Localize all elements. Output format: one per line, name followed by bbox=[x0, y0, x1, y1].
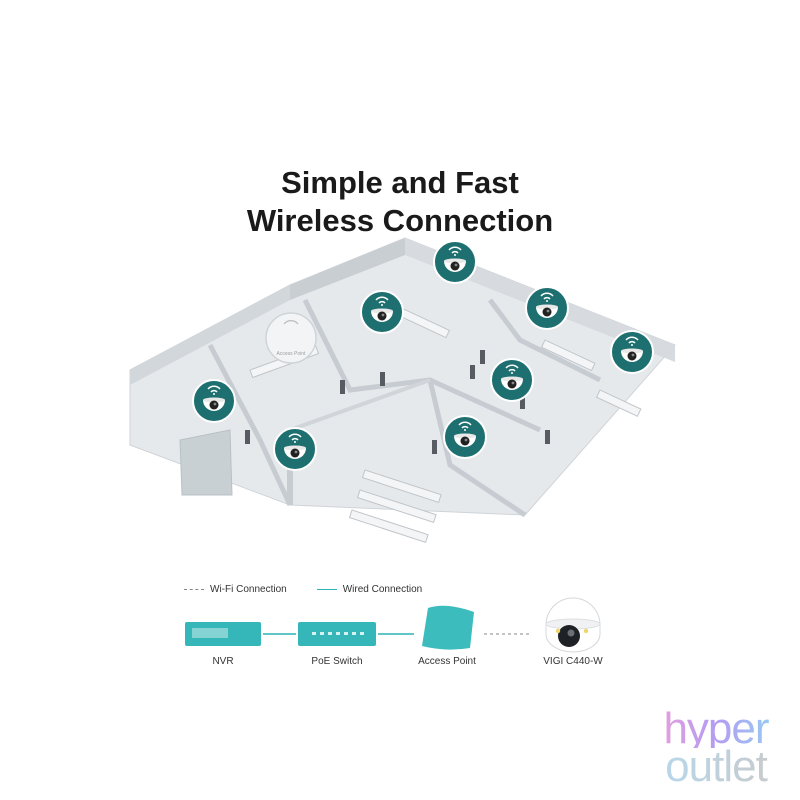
dashed-line-icon bbox=[184, 589, 204, 590]
switch-ports bbox=[312, 632, 364, 635]
wall-inner-2 bbox=[302, 298, 542, 433]
server-rack bbox=[179, 429, 233, 496]
brand-logo: hyper outlet bbox=[646, 707, 786, 789]
nvr-label: NVR bbox=[212, 656, 234, 667]
nvr-panel bbox=[192, 628, 228, 638]
poe-switch-label: PoE Switch bbox=[311, 656, 363, 667]
ceiling-ap-label: Access Point bbox=[277, 351, 307, 357]
camera-icon bbox=[525, 286, 569, 330]
wall-inner-3 bbox=[427, 379, 527, 518]
camera-icon bbox=[490, 358, 534, 402]
brand-line-2: outlet bbox=[646, 745, 786, 789]
title-line-1: Simple and Fast bbox=[281, 164, 519, 200]
camera-icon bbox=[443, 415, 487, 459]
wall-back-mid bbox=[290, 238, 405, 300]
camera-icon bbox=[610, 330, 654, 374]
people bbox=[245, 350, 550, 454]
legend-wired-label: Wired Connection bbox=[342, 584, 423, 595]
page-title: Simple and Fast Wireless Connection bbox=[0, 164, 800, 240]
title-line-2: Wireless Connection bbox=[246, 202, 554, 238]
wall-inner-4 bbox=[488, 298, 602, 383]
camera-icon bbox=[273, 427, 317, 471]
camera-label: VIGI C440-W bbox=[543, 656, 603, 667]
solid-line-icon bbox=[316, 589, 337, 590]
brand-line-1: hyper bbox=[646, 707, 786, 751]
camera-icon bbox=[360, 290, 404, 334]
legend-wifi: Wi-Fi Connection bbox=[184, 584, 287, 595]
ceiling-access-point: Access Point bbox=[265, 312, 317, 364]
glass-wall bbox=[289, 378, 431, 432]
camera-icon bbox=[192, 379, 236, 423]
camera-icon bbox=[433, 240, 477, 284]
legend-wifi-label: Wi-Fi Connection bbox=[210, 584, 287, 595]
connection-diagram bbox=[185, 597, 601, 653]
vigi-camera-device bbox=[545, 597, 601, 653]
wall-back-left bbox=[130, 285, 290, 385]
legend-wired: Wired Connection bbox=[316, 584, 423, 595]
wall-inner-1 bbox=[207, 343, 293, 507]
legend: Wi-Fi Connection Wired Connection bbox=[184, 584, 422, 595]
access-point-device bbox=[422, 605, 474, 650]
access-point-label: Access Point bbox=[418, 656, 476, 667]
